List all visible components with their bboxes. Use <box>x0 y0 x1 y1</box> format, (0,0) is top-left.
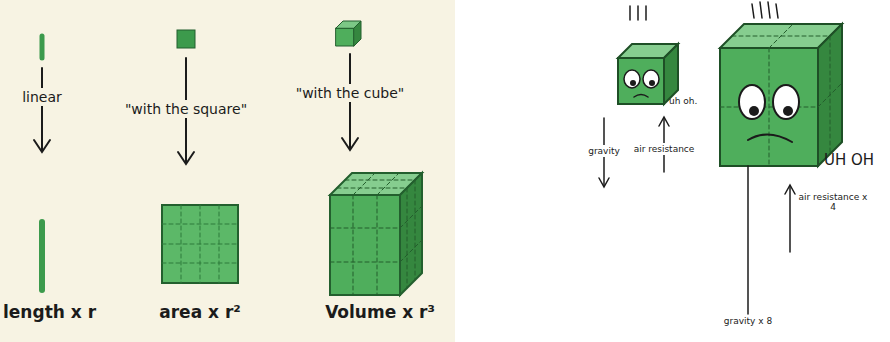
scale-label: area x r² <box>159 303 241 323</box>
speech-text: uh oh. <box>669 96 697 106</box>
force-label: air resistance <box>631 143 698 155</box>
step-label: linear <box>19 88 65 106</box>
scale-label: Volume x r³ <box>325 303 435 323</box>
step-label: "with the square" <box>122 100 250 118</box>
force-label: gravity <box>585 145 623 157</box>
speech-text: UH OH <box>824 152 874 169</box>
force-label: air resistance x 4 <box>798 192 868 213</box>
force-label: gravity x 8 <box>723 316 773 326</box>
scale-label: length x r <box>3 303 96 323</box>
step-label: "with the cube" <box>293 84 408 102</box>
